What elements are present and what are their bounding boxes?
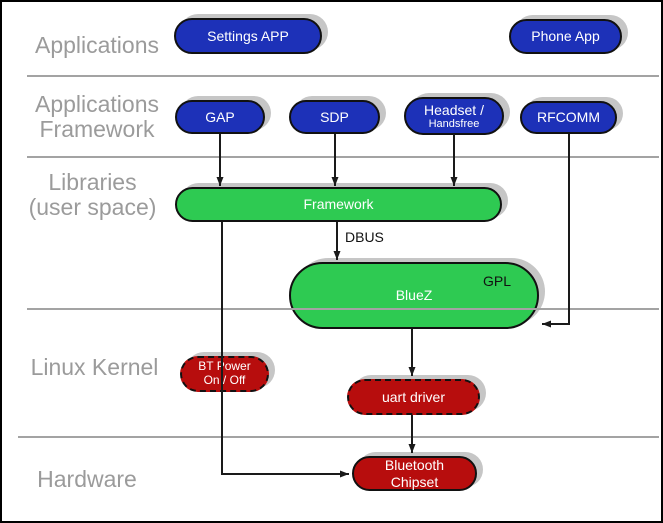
- node-label: Headset /: [424, 101, 484, 118]
- node-label: RFCOMM: [537, 109, 600, 126]
- layer-label-applications-framework: Applications Framework: [17, 92, 177, 142]
- node-settings-app: Settings APP: [174, 18, 322, 54]
- node-bt-power-on-off: BT Power On / Off: [180, 356, 269, 392]
- layer-separator: [18, 436, 659, 438]
- node-rfcomm: RFCOMM: [520, 101, 617, 134]
- layer-label-line: Libraries: [48, 169, 137, 195]
- layer-label-applications: Applications: [22, 33, 172, 58]
- node-gap: GAP: [175, 100, 265, 134]
- layer-separator: [27, 75, 659, 77]
- node-bluez: GPL BlueZ: [289, 262, 539, 329]
- layer-separator: [27, 156, 659, 158]
- node-label: On / Off: [203, 373, 246, 387]
- edge-rfcomm-to-bluez: [542, 134, 570, 328]
- node-bluetooth-chipset: Bluetooth Chipset: [352, 456, 477, 491]
- edge-label-dbus: DBUS: [345, 229, 384, 245]
- layer-label-linux-kernel: Linux Kernel: [17, 355, 172, 380]
- node-label: uart driver: [381, 388, 446, 405]
- layer-separator: [27, 308, 659, 310]
- node-phone-app: Phone App: [509, 19, 622, 54]
- node-label: Settings APP: [207, 27, 289, 44]
- node-label: Phone App: [531, 28, 600, 45]
- node-label: BT Power: [198, 359, 251, 374]
- node-label: Bluetooth: [384, 457, 445, 474]
- node-label: BlueZ: [395, 287, 433, 304]
- node-sdp: SDP: [289, 100, 380, 134]
- node-framework: Framework: [175, 187, 502, 222]
- layer-label-line: Applications: [34, 91, 160, 117]
- node-label: GAP: [205, 108, 235, 125]
- node-label: Chipset: [390, 473, 439, 490]
- layer-label-line: (user space): [28, 194, 157, 220]
- gpl-license-badge: GPL: [482, 273, 511, 289]
- node-label: Handsfree: [428, 117, 480, 130]
- layer-label-hardware: Hardware: [17, 467, 157, 492]
- layer-label-line: Applications: [34, 32, 160, 58]
- layer-label-libraries: Libraries (user space): [10, 170, 175, 220]
- node-uart-driver: uart driver: [347, 379, 480, 415]
- layer-label-line: Linux Kernel: [30, 354, 159, 380]
- layer-label-line: Hardware: [37, 466, 137, 492]
- layer-label-line: Framework: [39, 116, 155, 142]
- node-label: SDP: [320, 108, 349, 125]
- node-headset-handsfree: Headset / Handsfree: [404, 97, 504, 135]
- node-label: Framework: [303, 196, 374, 213]
